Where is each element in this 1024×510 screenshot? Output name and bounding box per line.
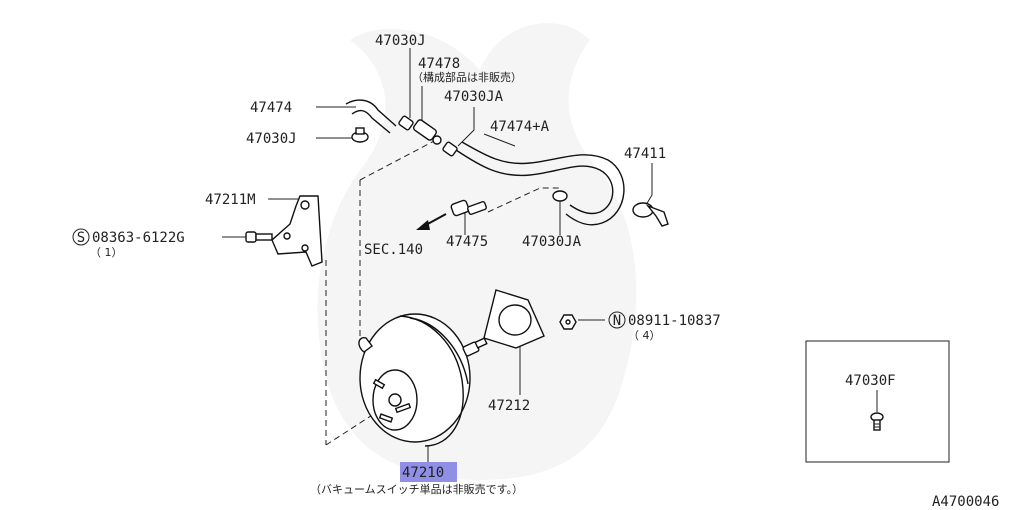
- bolt-08363: [245, 231, 273, 243]
- label-47212[interactable]: 47212: [488, 398, 530, 414]
- diagram-code: A4700046: [932, 494, 999, 510]
- label-47030J-left[interactable]: 47030J: [246, 131, 297, 147]
- clip-47030JA-top: [442, 141, 458, 157]
- clip-47030F-icon: [870, 412, 884, 431]
- hose-47474A: [455, 141, 625, 226]
- label-08363-6122G[interactable]: 08363-6122G: [92, 230, 185, 246]
- bracket-47211M: [271, 195, 323, 267]
- nut-08911: [559, 314, 577, 330]
- label-47411[interactable]: 47411: [624, 146, 666, 162]
- label-47478-note: （構成部品は非販売）: [412, 70, 522, 84]
- svg-text:N: N: [613, 313, 621, 329]
- bottom-note: （バキュームスイッチ単品は非販売です。）: [310, 482, 523, 496]
- label-47478[interactable]: 47478: [418, 56, 460, 72]
- label-sec140[interactable]: SEC.140: [364, 242, 423, 258]
- label-47210[interactable]: 47210: [402, 465, 444, 481]
- connector-47475: [416, 199, 487, 230]
- check-valve-47478: [413, 119, 442, 145]
- label-47030JA-top[interactable]: 47030JA: [444, 89, 504, 105]
- label-47030JA-bottom[interactable]: 47030JA: [522, 234, 582, 250]
- booster-47210: [358, 313, 488, 447]
- clip-47030JA-bottom: [552, 190, 568, 202]
- label-47030J-top[interactable]: 47030J: [375, 33, 426, 49]
- gasket-47212: [483, 289, 545, 349]
- clip-47030J-left: [351, 127, 369, 143]
- label-47474[interactable]: 47474: [250, 100, 292, 116]
- label-08911-qty: （ 4）: [628, 329, 661, 342]
- n-circle-symbol: N: [608, 311, 626, 329]
- label-08363-qty: （ 1）: [90, 246, 123, 259]
- svg-text:S: S: [77, 230, 85, 246]
- label-08911-10837[interactable]: 08911-10837: [628, 313, 721, 329]
- hose-47474: [345, 99, 397, 134]
- inset-label: 47030F: [845, 373, 896, 389]
- clamp-47411: [632, 202, 669, 227]
- s-circle-symbol: S: [72, 228, 90, 246]
- label-47211M[interactable]: 47211M: [205, 192, 256, 208]
- inset-47030F[interactable]: 47030F: [805, 340, 950, 463]
- clip-47030J-top: [398, 115, 414, 131]
- label-47475[interactable]: 47475: [446, 234, 488, 250]
- part-highlight: [400, 462, 457, 482]
- label-47474A[interactable]: 47474+A: [490, 119, 550, 135]
